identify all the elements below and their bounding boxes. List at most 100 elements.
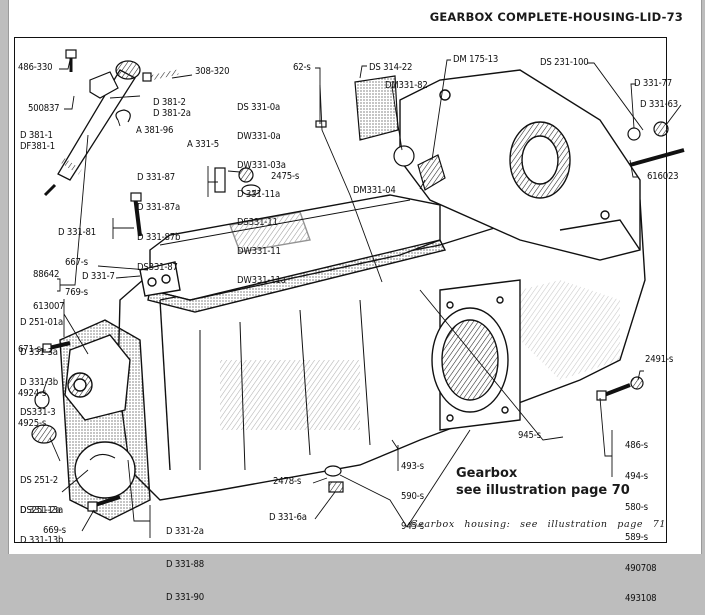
part-number: DS 251-2 bbox=[20, 475, 58, 486]
part-number: D 331-7 bbox=[82, 271, 115, 282]
part-number: DW331-11 bbox=[237, 246, 281, 258]
part-number: DW331-0a bbox=[237, 130, 281, 142]
part-number: 613007 bbox=[33, 300, 65, 312]
part-number: DS 331-0a bbox=[237, 102, 280, 114]
callout-486-330: 486-330 bbox=[18, 62, 53, 74]
part-number: 88642 bbox=[33, 269, 60, 281]
callout-d331-63: D 331-63 bbox=[640, 99, 678, 111]
part-number: 4925-s bbox=[18, 418, 47, 429]
part-number: D 331-87a bbox=[137, 202, 181, 213]
callout-308-320: 308-320 bbox=[195, 66, 230, 78]
part-number: 769-s bbox=[65, 287, 88, 298]
callout-d331-7: D 331-7 bbox=[82, 271, 115, 283]
housing-reference-note: Gearbox housing: see illustration page 7… bbox=[410, 519, 667, 530]
callout-dm331-82: DM331-82 bbox=[385, 80, 428, 92]
part-number: 4924-s bbox=[18, 388, 47, 399]
callout-2478-s: 2478-s bbox=[273, 476, 302, 488]
part-number: D 331-90 bbox=[166, 592, 204, 603]
callout-ds251-2-group: DS 251-2 DS251-2a bbox=[20, 456, 61, 526]
gearbox-lid bbox=[139, 194, 447, 313]
callout-d331-6a: D 331-6a bbox=[269, 512, 307, 524]
part-number: DS 231-100 bbox=[540, 57, 589, 68]
part-number: DM331-82 bbox=[385, 80, 428, 91]
part-number: D 331-13a bbox=[20, 505, 64, 516]
part-number: 2491-s bbox=[645, 354, 674, 365]
part-number: DW331-11a bbox=[237, 274, 286, 286]
part-number: 580-s bbox=[625, 501, 648, 513]
callout-ds314-22: DS 314-22 bbox=[369, 62, 412, 74]
part-number: A 331-5 bbox=[187, 139, 219, 150]
part-number: D 331-2a bbox=[166, 526, 204, 537]
part-number: D 381-2a bbox=[153, 107, 191, 119]
callout-2475-s: 2475-s bbox=[271, 171, 300, 183]
part-number: D 251-01a bbox=[20, 317, 64, 328]
part-number: D 381-2 bbox=[153, 97, 186, 108]
callout-d331-13-group: D 331-13a D 331-13b bbox=[20, 486, 63, 556]
part-number: D 331-81 bbox=[58, 227, 96, 238]
part-number: DS251-2a bbox=[20, 505, 61, 516]
part-number: DS331-11 bbox=[237, 217, 278, 229]
callout-493-group: 493-s 590-s 945-s bbox=[401, 442, 424, 542]
callout-a331-5: A 331-5 bbox=[187, 139, 219, 151]
callout-dm331-04: DM331-04 bbox=[353, 185, 396, 197]
part-number: 945-s bbox=[518, 430, 541, 441]
callout-ds231-100: DS 231-100 bbox=[540, 57, 589, 69]
part-number: 2475-s bbox=[271, 171, 300, 182]
part-number: 667-s bbox=[65, 257, 88, 268]
leader-lines bbox=[40, 59, 682, 538]
part-number: 590-s bbox=[401, 491, 424, 502]
callout-d331-81-group: D 331-81 667-s 769-s bbox=[58, 208, 96, 308]
part-number: DM331-04 bbox=[353, 185, 396, 196]
part-number: D 331-87 bbox=[137, 172, 175, 183]
callout-4924-group: 4924-s 4925-s bbox=[18, 369, 46, 439]
part-number: D 331-77 bbox=[634, 78, 672, 89]
part-number: A 381-96 bbox=[136, 125, 174, 136]
part-number: D 331-6a bbox=[269, 512, 307, 523]
part-number: 308-320 bbox=[195, 66, 230, 77]
callout-88642-group: 88642 613007 bbox=[33, 249, 65, 323]
part-number: D 331-3a bbox=[20, 347, 58, 358]
part-number: 671-s bbox=[18, 344, 41, 355]
part-number: 490708 bbox=[625, 562, 657, 574]
page-title: GEARBOX COMPLETE-HOUSING-LID-73 bbox=[429, 10, 683, 24]
part-number: 2478-s bbox=[273, 476, 302, 487]
part-number: 493-s bbox=[401, 461, 424, 472]
callout-486-group: 486-s 494-s 580-s 589-s 490708 493108 bbox=[625, 421, 657, 615]
callout-500837: 500837 bbox=[28, 103, 60, 115]
callout-d251-group: D 251-01a D 331-3a D 331-3b DS331-3 bbox=[20, 298, 63, 428]
part-number: 500837 bbox=[28, 103, 60, 114]
note-line: see illustration page 70 bbox=[456, 483, 630, 498]
callout-a381-96: A 381-96 bbox=[136, 125, 174, 137]
part-number: 616023 bbox=[647, 171, 679, 182]
part-number: DW331-03a bbox=[237, 159, 286, 171]
callout-d331-77: D 331-77 bbox=[634, 78, 672, 90]
part-number: DM 175-13 bbox=[453, 54, 499, 65]
part-number: DF381-1 bbox=[20, 140, 55, 152]
part-number: 589-s bbox=[625, 532, 648, 544]
part-number: D 381-1 bbox=[20, 130, 53, 141]
part-number: D 331-3b bbox=[20, 377, 58, 388]
part-number: 62-s bbox=[293, 62, 311, 73]
part-number: D 331-87b bbox=[137, 232, 181, 243]
part-number: D 331-11a bbox=[237, 188, 281, 200]
part-number: 494-s bbox=[625, 471, 648, 483]
part-number: 486-330 bbox=[18, 62, 53, 73]
small-parts bbox=[31, 49, 685, 512]
rear-flange bbox=[431, 279, 521, 431]
part-number: 669-s bbox=[43, 525, 66, 536]
note-line: Gearbox bbox=[456, 466, 518, 481]
callout-669-s: 669-s bbox=[43, 525, 66, 537]
callout-ds331-group: DS 331-0a DW331-0a DW331-03a D 331-11a D… bbox=[237, 84, 286, 295]
callout-945-s: 945-s bbox=[518, 430, 541, 442]
part-number: DS331-87 bbox=[137, 262, 178, 273]
callout-dm175-13: DM 175-13 bbox=[453, 54, 499, 66]
part-number: 493108 bbox=[625, 593, 657, 605]
callout-d331-2a-group: D 331-2a D 331-88 D 331-90 bbox=[166, 504, 204, 614]
part-number: 945-s bbox=[401, 521, 424, 532]
callout-d331-87-group: D 331-87 D 331-87a D 331-87b DS331-87 bbox=[137, 153, 180, 283]
gearbox-reference-note: Gearbox see illustration page 70 bbox=[456, 465, 630, 499]
part-number: DS331-3 bbox=[20, 407, 56, 418]
callout-671-s: 671-s bbox=[18, 344, 41, 356]
